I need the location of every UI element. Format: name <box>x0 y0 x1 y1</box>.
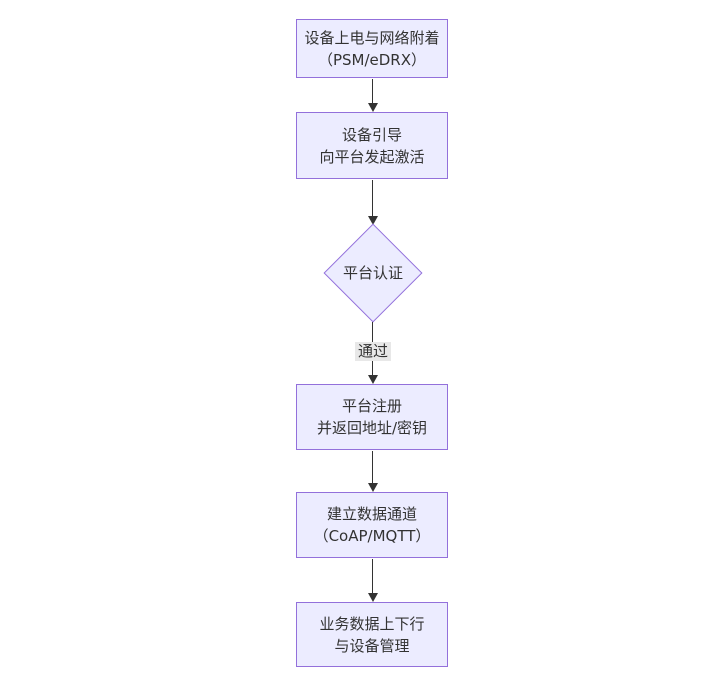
node-device-attach-line2: （PSM/eDRX） <box>317 50 427 69</box>
arrowhead-icon <box>368 593 378 602</box>
node-business-data-line2: 与设备管理 <box>334 636 410 655</box>
node-platform-register-line2: 并返回地址/密钥 <box>316 419 428 437</box>
edge-channel-to-business <box>372 559 373 594</box>
arrowhead-icon <box>368 375 378 384</box>
node-platform-register-line1: 平台注册 <box>341 397 402 415</box>
arrowhead-icon <box>368 103 378 112</box>
edge-attach-to-boot <box>372 79 373 104</box>
node-business-data: 业务数据上下行 与设备管理 <box>296 602 448 667</box>
node-device-boot: 设备引导 向平台发起激活 <box>296 112 448 179</box>
arrowhead-icon <box>368 216 378 225</box>
node-data-channel-line1: 建立数据通道 <box>326 505 417 523</box>
node-device-attach: 设备上电与网络附着 （PSM/eDRX） <box>296 19 448 78</box>
arrowhead-icon <box>368 483 378 492</box>
node-device-boot-line2: 向平台发起激活 <box>319 147 425 166</box>
node-platform-auth-label: 平台认证 <box>342 264 403 282</box>
node-data-channel: 建立数据通道 （CoAP/MQTT） <box>296 492 448 558</box>
node-device-boot-line1: 设备引导 <box>341 125 402 144</box>
edge-label-pass: 通过 <box>354 342 392 361</box>
edge-boot-to-auth <box>372 180 373 217</box>
node-data-channel-line2: （CoAP/MQTT） <box>313 527 431 545</box>
edge-register-to-channel <box>372 451 373 484</box>
node-device-attach-line1: 设备上电与网络附着 <box>304 28 440 47</box>
node-business-data-line1: 业务数据上下行 <box>319 614 425 633</box>
node-platform-register: 平台注册 并返回地址/密钥 <box>296 384 448 450</box>
